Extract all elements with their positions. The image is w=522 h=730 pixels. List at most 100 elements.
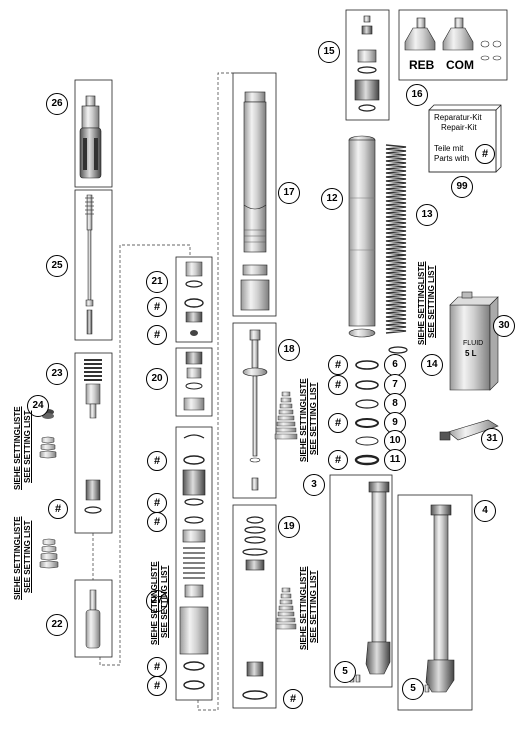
callout-5-left: 5 — [334, 661, 356, 683]
part-18-shim-cone — [274, 391, 298, 440]
group-frame-21 — [175, 256, 213, 343]
callout-18: 18 — [278, 339, 300, 361]
group-frame-17 — [232, 72, 277, 317]
setting-label-en-1: SEE SETTING LIST — [23, 410, 32, 483]
callout-20: 20 — [146, 368, 168, 390]
setting-label-en-5: SEE SETTING LIST — [309, 570, 318, 643]
callout-31: 31 — [481, 428, 503, 450]
callout-27: 27 — [146, 590, 168, 612]
part-16-adjusters — [404, 17, 502, 61]
part-12-outer-tube — [348, 135, 376, 338]
repair-kit-line2: Repair-Kit — [441, 123, 477, 132]
callout-13: 13 — [416, 204, 438, 226]
hash-callout-7: # — [328, 375, 348, 395]
repair-kit-line1: Reparatur-Kit — [434, 113, 482, 122]
part-21-compression-adjuster — [184, 261, 204, 336]
hash-callout-11: # — [328, 450, 348, 470]
ring-7 — [355, 380, 379, 390]
setting-label-de-3: SIEHE SETTINGLISTE — [150, 561, 159, 645]
label-reb: REB — [409, 58, 435, 72]
setting-label-de-4: SIEHE SETTINGLISTE — [299, 378, 308, 462]
callout-5-right: 5 — [402, 678, 424, 700]
callout-99: 99 — [451, 176, 473, 198]
callout-3: 3 — [303, 474, 325, 496]
callout-9: 9 — [384, 412, 406, 434]
part-20-seal-head — [183, 351, 205, 411]
repair-kit-line4: Parts with — [434, 154, 470, 163]
group-frame-4 — [397, 494, 473, 711]
ring-9 — [355, 418, 379, 428]
callout-19: 19 — [278, 516, 300, 538]
setting-label-de-6: SIEHE SETTINGLISTE — [417, 261, 426, 345]
callout-22: 22 — [46, 614, 68, 636]
hash-callout-27d: # — [147, 657, 167, 677]
callout-21: 21 — [146, 271, 168, 293]
part-piston-assembly — [84, 479, 102, 514]
setting-label-en-6: SEE SETTING LIST — [427, 265, 436, 338]
fluid-can-line1: FLUID — [463, 340, 484, 347]
callout-25: 25 — [46, 255, 68, 277]
callout-15: 15 — [318, 41, 340, 63]
callout-26: 26 — [46, 93, 68, 115]
part-19-valve-stack — [242, 516, 268, 700]
setting-label-de-2: SIEHE SETTINGLISTE — [13, 516, 22, 600]
part-3-lower-leg — [365, 481, 391, 675]
part-4-lower-leg — [425, 504, 455, 693]
label-com: COM — [446, 58, 474, 72]
fluid-can-line2: 5 L — [465, 349, 477, 358]
repair-kit-box — [428, 109, 497, 173]
ring-stack — [354, 360, 380, 466]
part-17-cartridge-tube — [240, 91, 270, 311]
callout-14: 14 — [421, 354, 443, 376]
callout-4: 4 — [474, 500, 496, 522]
part-19-shim-cone — [275, 587, 297, 630]
ring-11 — [354, 454, 380, 466]
hash-callout-24: # — [48, 499, 68, 519]
part-18-piston-rod — [242, 329, 268, 491]
part-14-ring — [388, 346, 408, 354]
callout-12: 12 — [321, 188, 343, 210]
group-frame-26 — [74, 79, 113, 188]
part-shim-stack-lower — [39, 538, 59, 569]
group-frame-18 — [232, 322, 277, 499]
part-23-valve-pack — [84, 359, 102, 419]
group-frame-22 — [74, 579, 113, 658]
callout-23: 23 — [46, 363, 68, 385]
dash-link-22-27 — [99, 244, 191, 666]
part-22-base-valve — [85, 589, 101, 649]
group-frame-19 — [232, 504, 277, 709]
hash-callout-9: # — [328, 413, 348, 433]
hash-callout-6: # — [328, 355, 348, 375]
repair-kit-box-edge — [428, 104, 502, 173]
part-26-cartridge — [79, 95, 102, 179]
part-31-grease-tube — [439, 419, 499, 441]
hash-callout-19: # — [283, 689, 303, 709]
group-frame-27 — [175, 426, 213, 701]
callout-11: 11 — [384, 449, 406, 471]
ring-8 — [355, 399, 379, 409]
part-13-spring — [385, 144, 407, 334]
group-frame-25 — [74, 189, 113, 341]
part-24-shim-stack — [39, 409, 57, 459]
repair-kit-line3: Teile mit — [434, 144, 464, 153]
ring-10 — [355, 436, 379, 446]
callout-30: 30 — [493, 315, 515, 337]
setting-label-en-2: SEE SETTING LIST — [23, 520, 32, 593]
part-25-damper-rod — [85, 194, 94, 335]
group-frame-3 — [329, 474, 393, 688]
setting-label-en-3: SEE SETTING LIST — [160, 565, 169, 638]
part-30-oil-can — [449, 291, 499, 391]
hash-callout-27a: # — [147, 451, 167, 471]
setting-label-de-1: SIEHE SETTINGLISTE — [13, 406, 22, 490]
part-27-outer-cartridge — [179, 434, 209, 690]
hash-callout-21a: # — [147, 297, 167, 317]
group-frame-16 — [398, 9, 508, 81]
group-frame-20 — [175, 347, 213, 417]
hash-callout-27b: # — [147, 493, 167, 513]
dash-link-27-17 — [197, 72, 233, 711]
callout-17: 17 — [278, 182, 300, 204]
callout-24: 24 — [27, 395, 49, 417]
hash-callout-21b: # — [147, 325, 167, 345]
part-15-fork-cap — [354, 15, 380, 112]
